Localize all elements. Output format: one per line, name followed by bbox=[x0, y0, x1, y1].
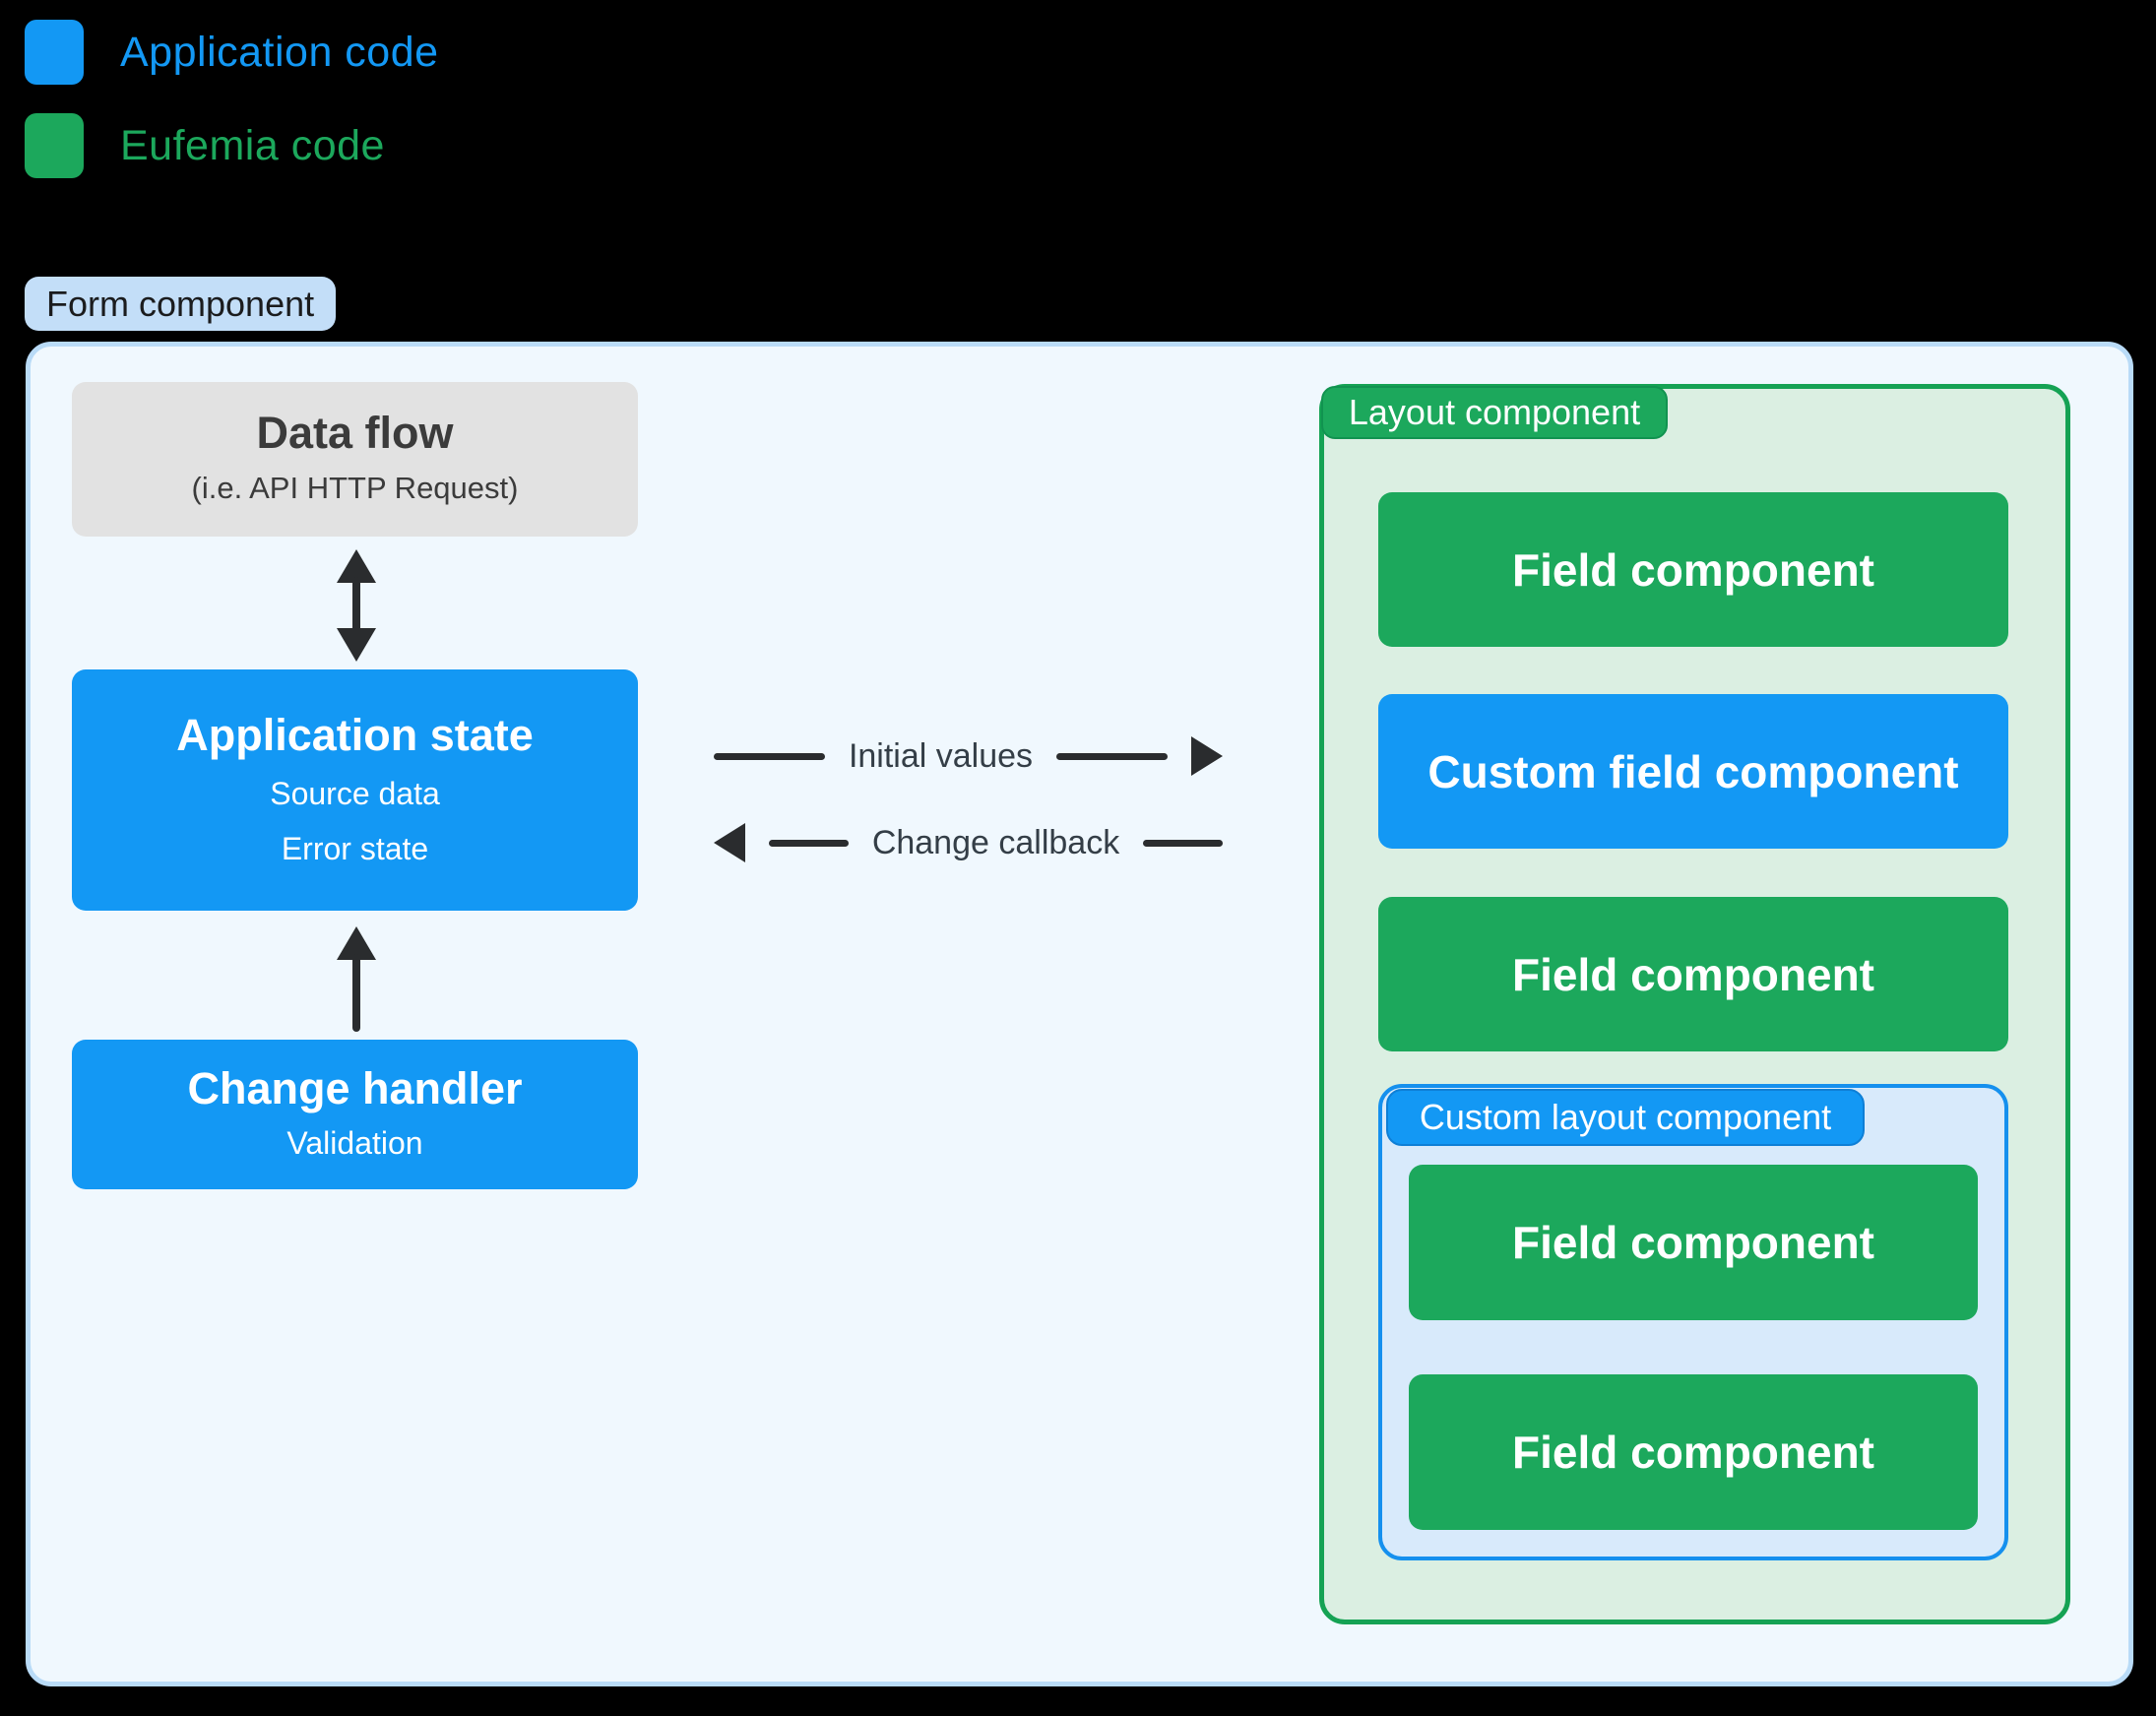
custom-field-component-label: Custom field component bbox=[1427, 745, 1959, 797]
data-flow-box: Data flow (i.e. API HTTP Request) bbox=[72, 382, 638, 537]
arrow-down-head-icon bbox=[337, 628, 376, 662]
field-component-label: Field component bbox=[1512, 543, 1874, 596]
change-handler-title: Change handler bbox=[187, 1063, 523, 1113]
change-handler-line-validation: Validation bbox=[286, 1125, 423, 1161]
arrow-line bbox=[1056, 752, 1169, 760]
custom-layout-component-container: Custom layout component Field component … bbox=[1378, 1084, 2008, 1560]
custom-layout-component-badge: Custom layout component bbox=[1386, 1089, 1865, 1146]
form-component-badge-label: Form component bbox=[46, 283, 315, 324]
change-callback-arrow: Change callback bbox=[714, 823, 1224, 862]
arrow-line bbox=[714, 752, 825, 760]
application-state-title: Application state bbox=[176, 709, 534, 760]
layout-component-badge: Layout component bbox=[1321, 386, 1668, 439]
legend-item-eufemia-code: Eufemia code bbox=[25, 113, 385, 178]
field-component-label: Field component bbox=[1512, 1427, 1874, 1478]
arrow-shaft bbox=[352, 577, 360, 634]
field-component-box: Field component bbox=[1409, 1165, 1978, 1320]
arrow-shaft bbox=[352, 954, 360, 1032]
application-code-swatch-icon bbox=[25, 20, 84, 85]
custom-layout-component-badge-label: Custom layout component bbox=[1419, 1097, 1832, 1137]
custom-field-component-box: Custom field component bbox=[1378, 694, 2008, 849]
legend-label-eufemia-code: Eufemia code bbox=[120, 121, 385, 169]
arrow-right-head-icon bbox=[1191, 736, 1224, 776]
change-callback-label: Change callback bbox=[871, 823, 1120, 861]
application-state-line-source-data: Source data bbox=[270, 775, 440, 811]
application-state-box: Application state Source data Error stat… bbox=[72, 669, 638, 911]
layout-component-container: Layout component Field component Custom … bbox=[1319, 384, 2070, 1624]
arrow-line bbox=[1143, 839, 1224, 847]
application-state-line-error-state: Error state bbox=[281, 830, 429, 866]
data-flow-subtitle: (i.e. API HTTP Request) bbox=[191, 471, 519, 506]
arrow-left-head-icon bbox=[714, 823, 745, 862]
legend-item-application-code: Application code bbox=[25, 20, 439, 85]
field-component-label: Field component bbox=[1512, 948, 1874, 1000]
form-component-container: Data flow (i.e. API HTTP Request) Applic… bbox=[26, 342, 2133, 1686]
arrow-line bbox=[769, 839, 849, 847]
data-flow-title: Data flow bbox=[256, 408, 454, 459]
initial-values-label: Initial values bbox=[848, 736, 1034, 775]
field-component-box: Field component bbox=[1378, 492, 2008, 647]
initial-values-arrow: Initial values bbox=[714, 736, 1224, 776]
eufemia-code-swatch-icon bbox=[25, 113, 84, 178]
legend-label-application-code: Application code bbox=[120, 28, 439, 76]
change-handler-box: Change handler Validation bbox=[72, 1040, 638, 1189]
change-handler-up-arrow-icon bbox=[335, 926, 378, 1032]
field-component-box: Field component bbox=[1409, 1374, 1978, 1530]
layout-component-badge-label: Layout component bbox=[1348, 392, 1641, 432]
data-flow-bidirectional-arrow-icon bbox=[335, 549, 378, 662]
form-component-badge: Form component bbox=[25, 277, 337, 331]
field-component-label: Field component bbox=[1512, 1217, 1874, 1268]
field-component-box: Field component bbox=[1378, 897, 2008, 1051]
